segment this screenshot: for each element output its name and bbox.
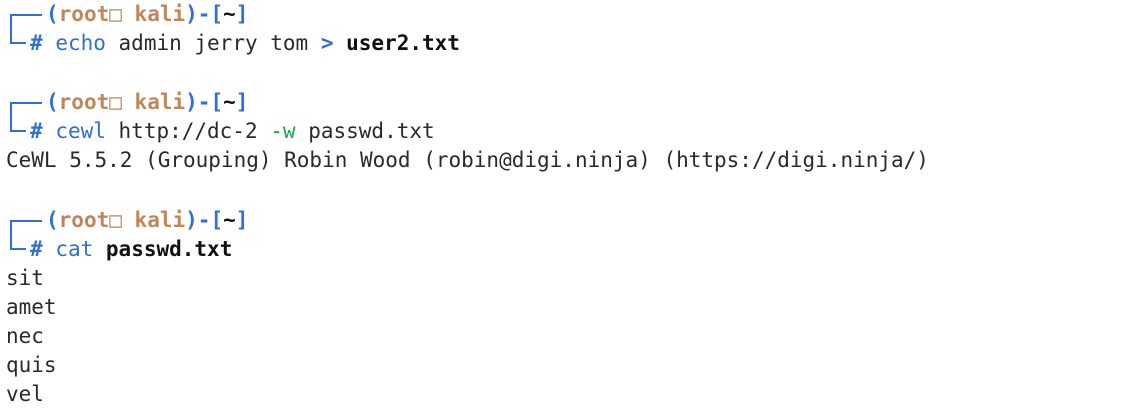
output-line: vel: [6, 382, 44, 406]
prompt-user: root: [58, 2, 110, 26]
command-name: echo: [55, 31, 106, 55]
prompt-block-2: (root□ kali)-[~] # cewl http://dc-2 -w p…: [6, 88, 435, 146]
prompt-dir: ~: [223, 90, 236, 114]
command-file: passwd.txt: [105, 237, 233, 261]
output-line: sit: [6, 266, 44, 290]
prompt-open-paren: (: [46, 2, 59, 26]
prompt-dir-open: [: [210, 208, 224, 232]
prompt-glyph-icon: □: [109, 90, 122, 114]
command-name: cat: [55, 237, 94, 261]
prompt-frame-top: [10, 14, 22, 30]
redirect-operator: >: [320, 31, 334, 55]
prompt-symbol: #: [30, 31, 43, 55]
command-file: passwd.txt: [295, 119, 435, 143]
prompt-frame-top: [10, 102, 22, 118]
prompt-header: (root□ kali)-[~]: [46, 88, 248, 117]
prompt-block-1: (root□ kali)-[~] # echo admin jerry tom …: [6, 0, 460, 58]
prompt-frame-top-line: [20, 14, 42, 16]
prompt-close-paren: ): [185, 90, 198, 114]
command-line-1[interactable]: # echo admin jerry tom > user2.txt: [30, 29, 460, 58]
prompt-frame-bottom: [10, 28, 26, 44]
command-url: http://dc-2: [105, 119, 271, 143]
redirect-target: user2.txt: [346, 31, 460, 55]
prompt-header: (root□ kali)-[~]: [46, 206, 248, 235]
prompt-dir: ~: [223, 2, 236, 26]
prompt-dir-close: ]: [235, 90, 249, 114]
command-name: cewl: [55, 119, 106, 143]
prompt-dash: -: [197, 208, 211, 232]
prompt-glyph-icon: □: [109, 208, 122, 232]
prompt-dash: -: [197, 2, 211, 26]
prompt-dash: -: [197, 90, 211, 114]
prompt-user: root: [58, 90, 110, 114]
prompt-frame-bottom: [10, 234, 26, 250]
prompt-block-3: (root□ kali)-[~] # cat passwd.txt: [6, 206, 406, 264]
output-line: quis: [6, 353, 57, 377]
command-flag: -w: [270, 119, 296, 143]
prompt-symbol: #: [30, 237, 43, 261]
command-line-3[interactable]: # cat passwd.txt: [30, 235, 232, 264]
prompt-open-paren: (: [46, 208, 59, 232]
prompt-dir-close: ]: [235, 2, 249, 26]
prompt-glyph-icon: □: [109, 2, 122, 26]
command-args: admin jerry tom: [105, 31, 321, 55]
prompt-host: kali: [134, 90, 186, 114]
prompt-dir-close: ]: [235, 208, 249, 232]
output-line: nec: [6, 324, 44, 348]
prompt-dir: ~: [223, 208, 236, 232]
prompt-close-paren: ): [185, 208, 198, 232]
prompt-open-paren: (: [46, 90, 59, 114]
prompt-frame-top: [10, 220, 22, 236]
prompt-frame-top-line: [20, 220, 42, 222]
prompt-dir-open: [: [210, 2, 224, 26]
cewl-output: CeWL 5.5.2 (Grouping) Robin Wood (robin@…: [6, 148, 929, 172]
command-line-2[interactable]: # cewl http://dc-2 -w passwd.txt: [30, 117, 435, 146]
prompt-frame-bottom: [10, 116, 26, 132]
prompt-close-paren: ): [185, 2, 198, 26]
prompt-host: kali: [134, 208, 186, 232]
output-line: amet: [6, 295, 57, 319]
prompt-frame-top-line: [20, 102, 42, 104]
prompt-user: root: [58, 208, 110, 232]
prompt-header: (root□ kali)-[~]: [46, 0, 248, 29]
prompt-dir-open: [: [210, 90, 224, 114]
prompt-symbol: #: [30, 119, 43, 143]
prompt-host: kali: [134, 2, 186, 26]
